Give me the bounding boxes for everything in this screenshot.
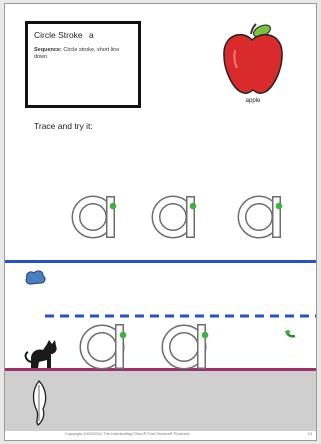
practice-letter bbox=[161, 324, 209, 370]
top-line bbox=[5, 260, 316, 263]
trace-letter bbox=[151, 195, 197, 239]
worm-icon bbox=[284, 330, 296, 338]
picture-word: apple bbox=[245, 98, 261, 104]
practice-letter bbox=[79, 324, 127, 370]
worksheet-title: Circle Stroke bbox=[34, 30, 83, 40]
trace-letter bbox=[237, 195, 283, 239]
baseline bbox=[5, 368, 316, 371]
plant-icon bbox=[32, 380, 47, 426]
sequence-text: Circle stroke, short line down bbox=[34, 47, 120, 60]
apple-icon bbox=[223, 23, 283, 94]
cloud-icon bbox=[25, 270, 46, 285]
cat-icon bbox=[24, 340, 57, 368]
instruction-text: Trace and try it: bbox=[34, 121, 93, 131]
practice-area bbox=[5, 195, 316, 431]
ground-zone bbox=[5, 369, 316, 431]
footer-copyright: Copyright 2002/2014 The Handwriting Clin… bbox=[65, 431, 190, 436]
title-letter: a bbox=[89, 30, 94, 40]
page-number: 13 bbox=[307, 431, 312, 436]
sequence-description: Sequence: Circle stroke, short line down bbox=[34, 47, 132, 61]
sequence-label: Sequence: bbox=[34, 47, 62, 53]
worksheet-page: Circle Stroke a Sequence: Circle stroke,… bbox=[4, 3, 317, 441]
trace-letter bbox=[71, 195, 117, 239]
title-box: Circle Stroke a Sequence: Circle stroke,… bbox=[25, 21, 141, 108]
